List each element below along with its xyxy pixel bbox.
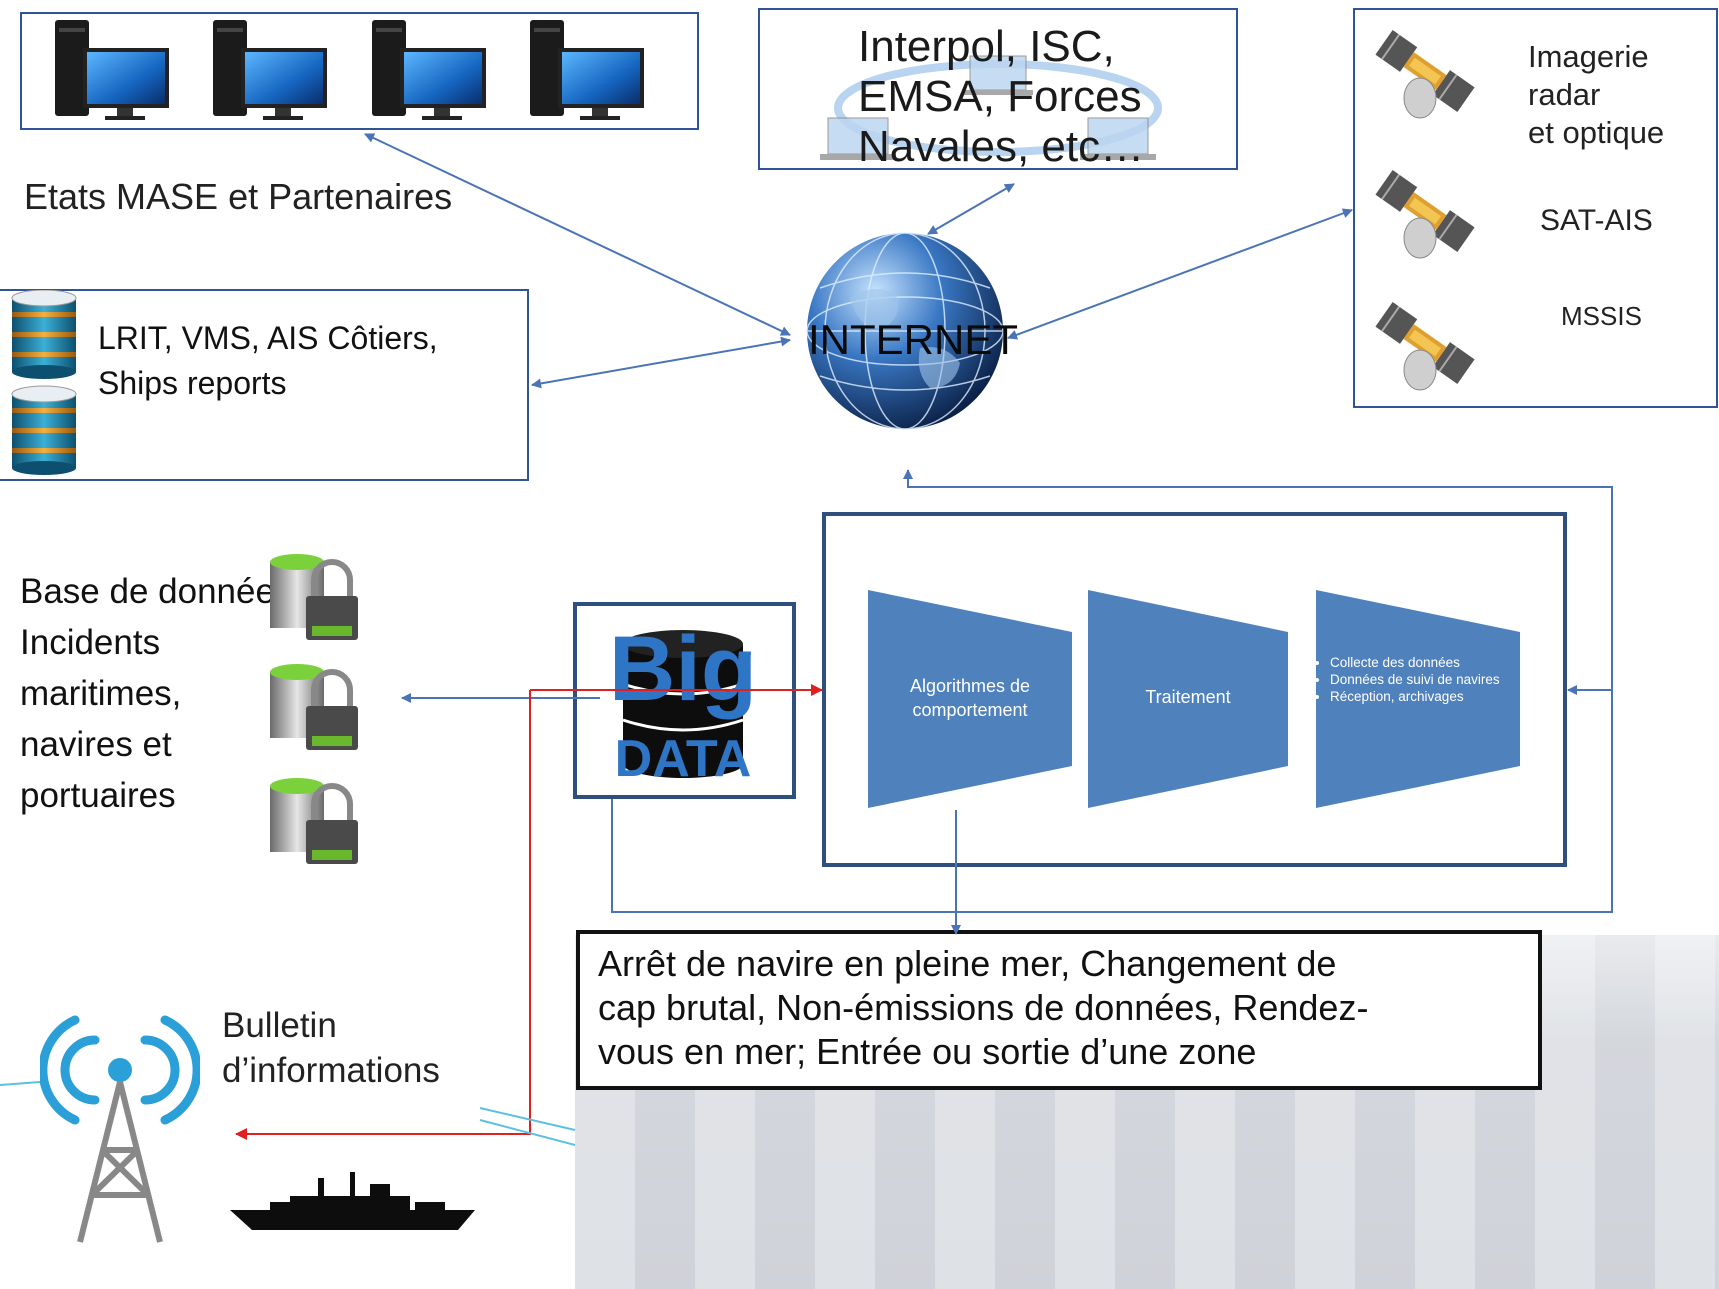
- database-cylinder-icon: [11, 385, 77, 475]
- data-word: DATA: [615, 730, 752, 788]
- arrow-loop-to-internet: [903, 469, 1613, 690]
- bulletin-label: Bulletin d’informations: [222, 1006, 440, 1090]
- partners-computers-box: [20, 12, 699, 130]
- events-box: [576, 930, 1542, 1090]
- database-incidents-label: Base de données Incidents maritimes, nav…: [20, 572, 293, 815]
- satellites-group: [1375, 30, 1475, 391]
- desktop-computer-icon: [213, 20, 327, 120]
- stage-collecte-shape: [1316, 590, 1520, 808]
- satellite-label-radar: Imagerie radar et optique: [1528, 39, 1665, 150]
- desktop-computer-icon: [530, 20, 644, 120]
- stage-collecte-list: Collecte des données Données de suivi de…: [1316, 654, 1526, 705]
- arrow-partners-internet: [364, 133, 791, 336]
- arrow-satellites-internet: [1007, 208, 1353, 340]
- laptop-network-icon: [820, 55, 1162, 160]
- big-data-icon: Big DATA: [609, 618, 757, 788]
- organisations-label: Interpol, ISC, EMSA, Forces Navales, etc…: [858, 22, 1145, 171]
- processing-box: [822, 512, 1567, 867]
- stage-algorithms-label: Algorithmes de comportement: [909, 676, 1031, 720]
- stage-traitement-shape: [1088, 590, 1288, 808]
- internet-label: INTERNET: [808, 316, 1018, 363]
- satellite-icon: [1375, 302, 1475, 391]
- locked-database-icon: [270, 554, 358, 640]
- computers-group: [55, 20, 644, 120]
- decor-line: [479, 1119, 576, 1146]
- stage-algorithms-shape: [868, 590, 1072, 808]
- database-cylinder-icon: [622, 630, 744, 778]
- arrow-organisations-internet: [927, 183, 1015, 235]
- locked-database-icon: [270, 778, 358, 864]
- lrit-label: LRIT, VMS, AIS Côtiers, Ships reports: [98, 320, 438, 401]
- organisations-box: [758, 8, 1238, 170]
- decor-line: [479, 1107, 576, 1131]
- database-cylinder-icon: [11, 290, 77, 379]
- database-stack: [11, 290, 77, 475]
- arrow-red-to-bulletin: [235, 690, 531, 1140]
- big-data-box: [573, 602, 796, 799]
- stage-collecte-item: Réception, archivages: [1330, 688, 1526, 705]
- locked-database-icon: [270, 664, 358, 750]
- ship-silhouette-icon: [230, 1172, 475, 1230]
- satellite-sources-box: [1353, 8, 1718, 408]
- satellite-icon: [1375, 30, 1475, 119]
- satellite-label-mssis: MSSIS: [1561, 301, 1642, 331]
- arrow-lrit-internet: [531, 336, 791, 389]
- satellite-icon: [1375, 170, 1475, 259]
- desktop-computer-icon: [55, 20, 169, 120]
- decor-line: [0, 1081, 41, 1086]
- big-word: Big: [609, 618, 757, 720]
- events-label: Arrêt de navire en pleine mer, Changemen…: [598, 943, 1369, 1072]
- pipeline-stages: [868, 590, 1520, 808]
- stage-traitement-label: Traitement: [1145, 687, 1231, 707]
- radio-tower-icon: [40, 1015, 200, 1243]
- desktop-computer-icon: [372, 20, 486, 120]
- stage-collecte-item: Données de suivi de navires: [1330, 671, 1526, 688]
- stage-collecte-item: Collecte des données: [1330, 654, 1526, 671]
- arrow-bigdata-loop: [611, 690, 1613, 913]
- satellite-label-sat-ais: SAT-AIS: [1540, 204, 1653, 237]
- lrit-sources-box: [0, 289, 529, 481]
- globe-icon: [806, 232, 1004, 430]
- locked-databases: [270, 554, 358, 864]
